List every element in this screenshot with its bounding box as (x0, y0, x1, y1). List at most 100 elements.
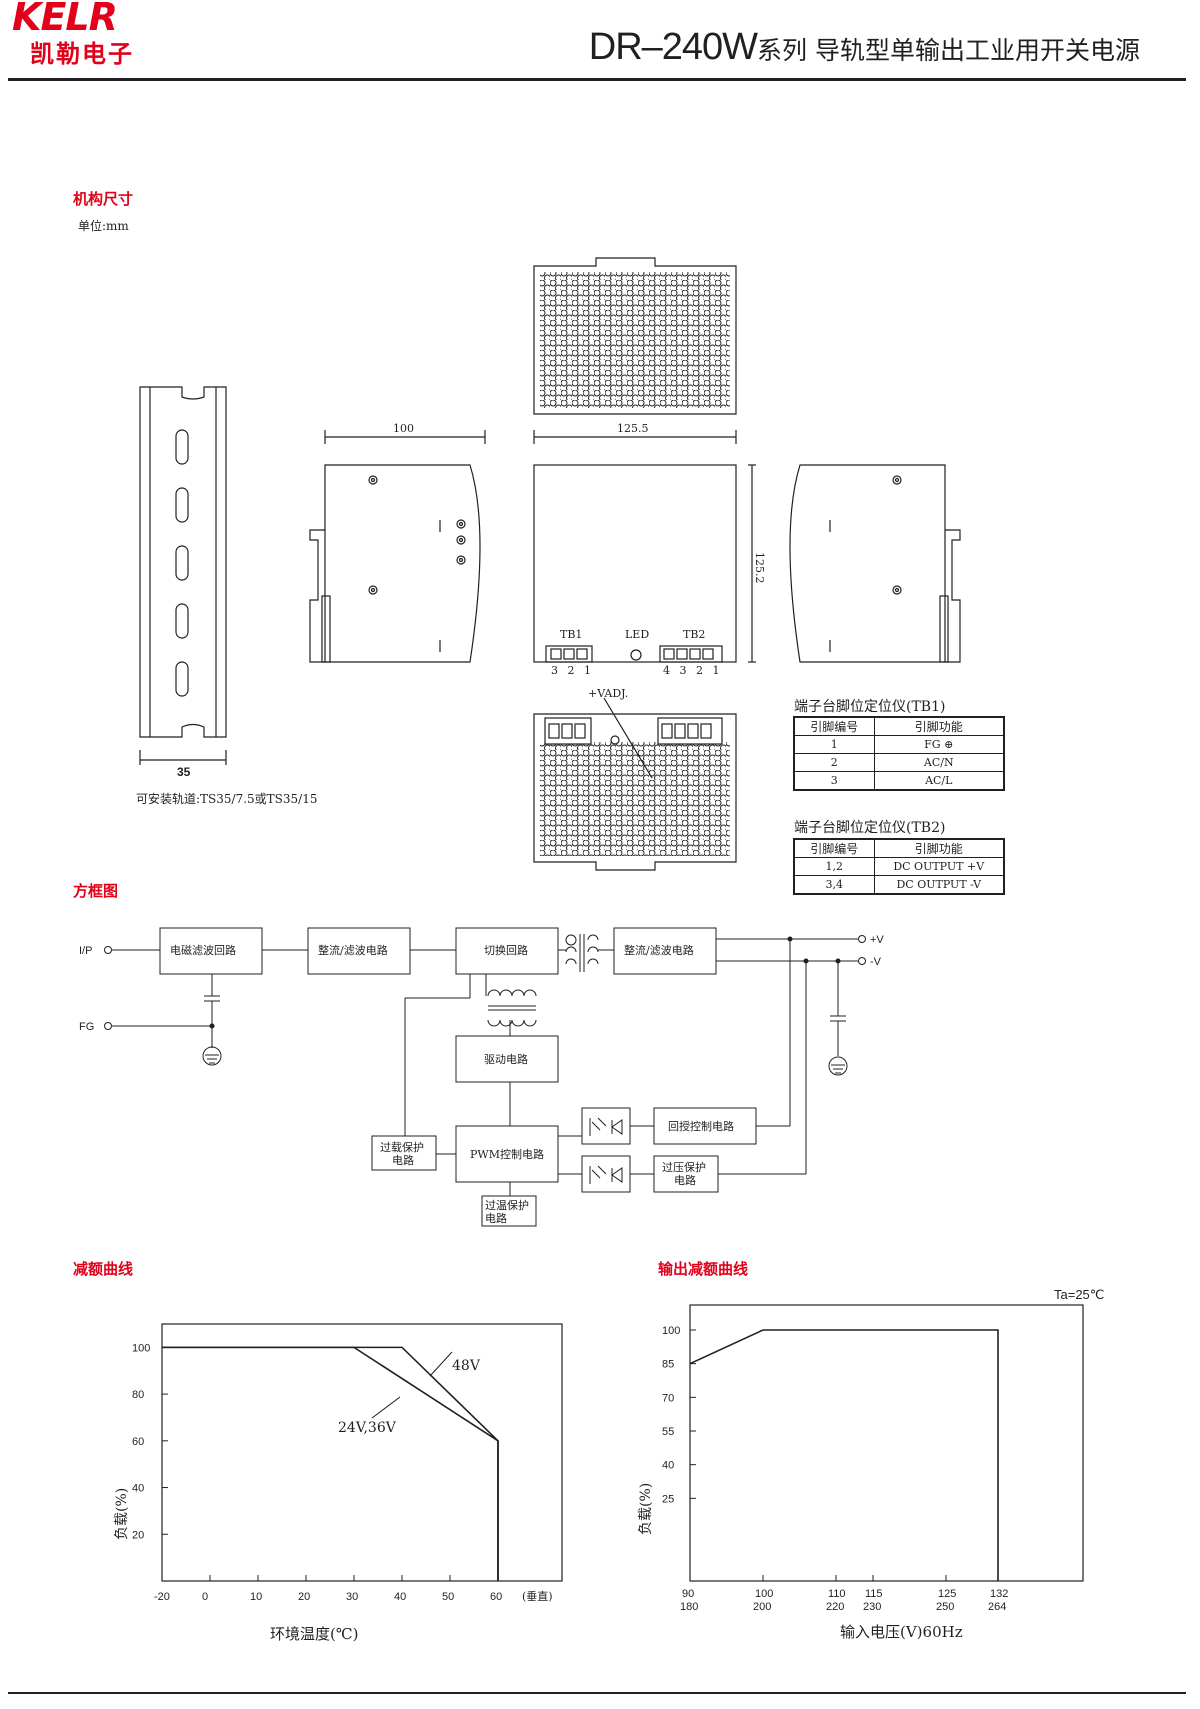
derating-x-tick-label: 10 (250, 1591, 262, 1603)
derating-plot-frame (161, 1323, 563, 1582)
output-derating-title: 输出减额曲线 (658, 1260, 749, 1278)
vadj-label: +VADJ. (588, 687, 628, 700)
rail-note: 可安装轨道:TS35/7.5或TS35/15 (136, 791, 317, 806)
output-derating-line (689, 1329, 999, 1581)
tb1-function-cell: FG ⊕ (873, 735, 1005, 754)
output-x-tick-label-bottom: 200 (753, 1601, 771, 1613)
logo-text-en: KELR (12, 0, 118, 39)
tb2-function-cell: DC OUTPUT -V (873, 875, 1005, 894)
output-y-tick-label: 70 (662, 1392, 674, 1404)
derating-x-tick-label: 60 (490, 1591, 502, 1603)
output-x-tick-label-top: 125 (938, 1588, 956, 1600)
mechanical-drawing: 35 可安装轨道:TS35/7.5或TS35/15 100 (136, 257, 961, 871)
model-name: DR–240W (588, 26, 758, 68)
label-24v-leader (371, 1396, 401, 1419)
derating-y-axis-label: 负载(%) (114, 1488, 130, 1540)
tb1-function-cell: AC/N (873, 753, 1005, 772)
emi-block: 电磁滤波回路 (170, 944, 236, 957)
logo-text-cn: 凯勒电子 (30, 40, 134, 68)
din-rail-drawing (139, 386, 227, 765)
label-48v: 48V (452, 1358, 481, 1374)
derating-y-tick-label: 60 (132, 1436, 144, 1448)
tb1-pin-numbers: 3 2 1 (551, 664, 591, 677)
bottom-view (533, 697, 737, 871)
derating-y-tick-label: 80 (132, 1389, 144, 1401)
tb1-pin-cell: 3 (793, 771, 875, 790)
derating-x-tick-label: 50 (442, 1591, 454, 1603)
output-x-axis-label: 输入电压(V)60Hz (840, 1623, 963, 1641)
derating-x-tick-label: 40 (394, 1591, 406, 1603)
footer-divider (8, 1692, 1186, 1694)
output-y-tick-label: 55 (662, 1426, 674, 1438)
front-view (533, 430, 756, 663)
tb1-header-pin: 引脚编号 (793, 716, 875, 736)
tb2-pin-cell: 1,2 (793, 857, 875, 876)
output-y-axis-label: 负载(%) (638, 1483, 654, 1535)
otp-block-line2: 电路 (485, 1212, 507, 1225)
rectifier-block-1: 整流/滤波电路 (318, 943, 388, 957)
rail-width-dim: 35 (177, 765, 191, 779)
top-view (533, 257, 737, 415)
depth-dim: 100 (393, 422, 414, 435)
tb1-header-function: 引脚功能 (873, 716, 1005, 736)
unit-label: 单位:mm (78, 219, 129, 233)
pwm-block: PWM控制电路 (470, 1147, 544, 1161)
derating-x-tick-label: 20 (298, 1591, 310, 1603)
output-x-tick-label-top: 132 (990, 1588, 1008, 1600)
olp-block-line1: 过载保护 (380, 1140, 424, 1154)
derating-x-tick-label: -20 (154, 1591, 170, 1603)
output-x-tick-label-top: 100 (755, 1588, 773, 1600)
side-view-left (309, 430, 486, 663)
switching-block: 切换回路 (484, 943, 528, 957)
block-diagram: I/P FG 电磁滤波回路 整流/滤波电路 切换回路 整流/滤波电路 +V -V… (79, 927, 884, 1227)
output-x-tick-label-top: 110 (828, 1588, 846, 1600)
led-label: LED (625, 628, 649, 641)
series-24v-36v-line (162, 1346, 499, 1581)
x-unit-note: (垂直) (522, 1589, 553, 1603)
olp-block-line2: 电路 (392, 1154, 414, 1167)
output-y-tick-label: 85 (662, 1359, 674, 1371)
kelr-logo: KELR 凯勒电子 (12, 0, 192, 68)
output-x-tick-label-bottom: 264 (988, 1601, 1006, 1613)
tb2-label: TB2 (683, 628, 705, 641)
output-x-tick-label-bottom: 220 (826, 1601, 844, 1613)
output-x-tick-label-bottom: 230 (863, 1601, 881, 1613)
derating-x-tick-label: 0 (202, 1591, 208, 1603)
minus-v-label: -V (870, 956, 882, 968)
ta-label: Ta=25℃ (1054, 1287, 1104, 1302)
rectifier-block-2: 整流/滤波电路 (624, 943, 694, 957)
page-title: DR–240W系列 导轨型单输出工业用开关电源 (589, 26, 1140, 69)
tb2-header-pin: 引脚编号 (793, 838, 875, 858)
output-y-tick-label: 40 (662, 1460, 674, 1472)
output-x-tick-label-top: 115 (865, 1588, 883, 1600)
derating-y-tick-label: 40 (132, 1483, 144, 1495)
plus-v-label: +V (870, 934, 884, 946)
driver-block: 驱动电路 (484, 1053, 528, 1066)
tb1-pin-cell: 1 (793, 735, 875, 754)
label-48v-leader (429, 1351, 453, 1377)
tb2-header-function: 引脚功能 (873, 838, 1005, 858)
derating-y-tick-label: 20 (132, 1529, 144, 1541)
height-dim: 125.2 (753, 552, 766, 584)
block-diagram-title: 方框图 (73, 882, 119, 900)
label-24v-36v: 24V,36V (338, 1420, 397, 1436)
output-y-tick-label: 100 (662, 1325, 680, 1337)
mechanical-title: 机构尺寸 (73, 190, 134, 208)
tb1-table-title: 端子台脚位定位仪(TB1) (794, 699, 946, 715)
output-x-tick-label-bottom: 180 (680, 1601, 698, 1613)
tb1-label: TB1 (560, 628, 582, 641)
header-divider (8, 78, 1186, 81)
derating-title: 减额曲线 (73, 1260, 134, 1278)
output-plot-frame (689, 1304, 1084, 1582)
tb2-pin-numbers: 4 3 2 1 (663, 664, 719, 677)
tb2-function-cell: DC OUTPUT +V (873, 857, 1005, 876)
series-description: 系列 导轨型单输出工业用开关电源 (757, 36, 1140, 65)
feedback-block: 回授控制电路 (668, 1119, 734, 1133)
tb2-table-title: 端子台脚位定位仪(TB2) (794, 820, 946, 836)
series-48v-line (162, 1346, 499, 1581)
output-y-tick-label: 25 (662, 1493, 674, 1505)
derating-x-axis-label: 环境温度(℃) (270, 1625, 358, 1643)
